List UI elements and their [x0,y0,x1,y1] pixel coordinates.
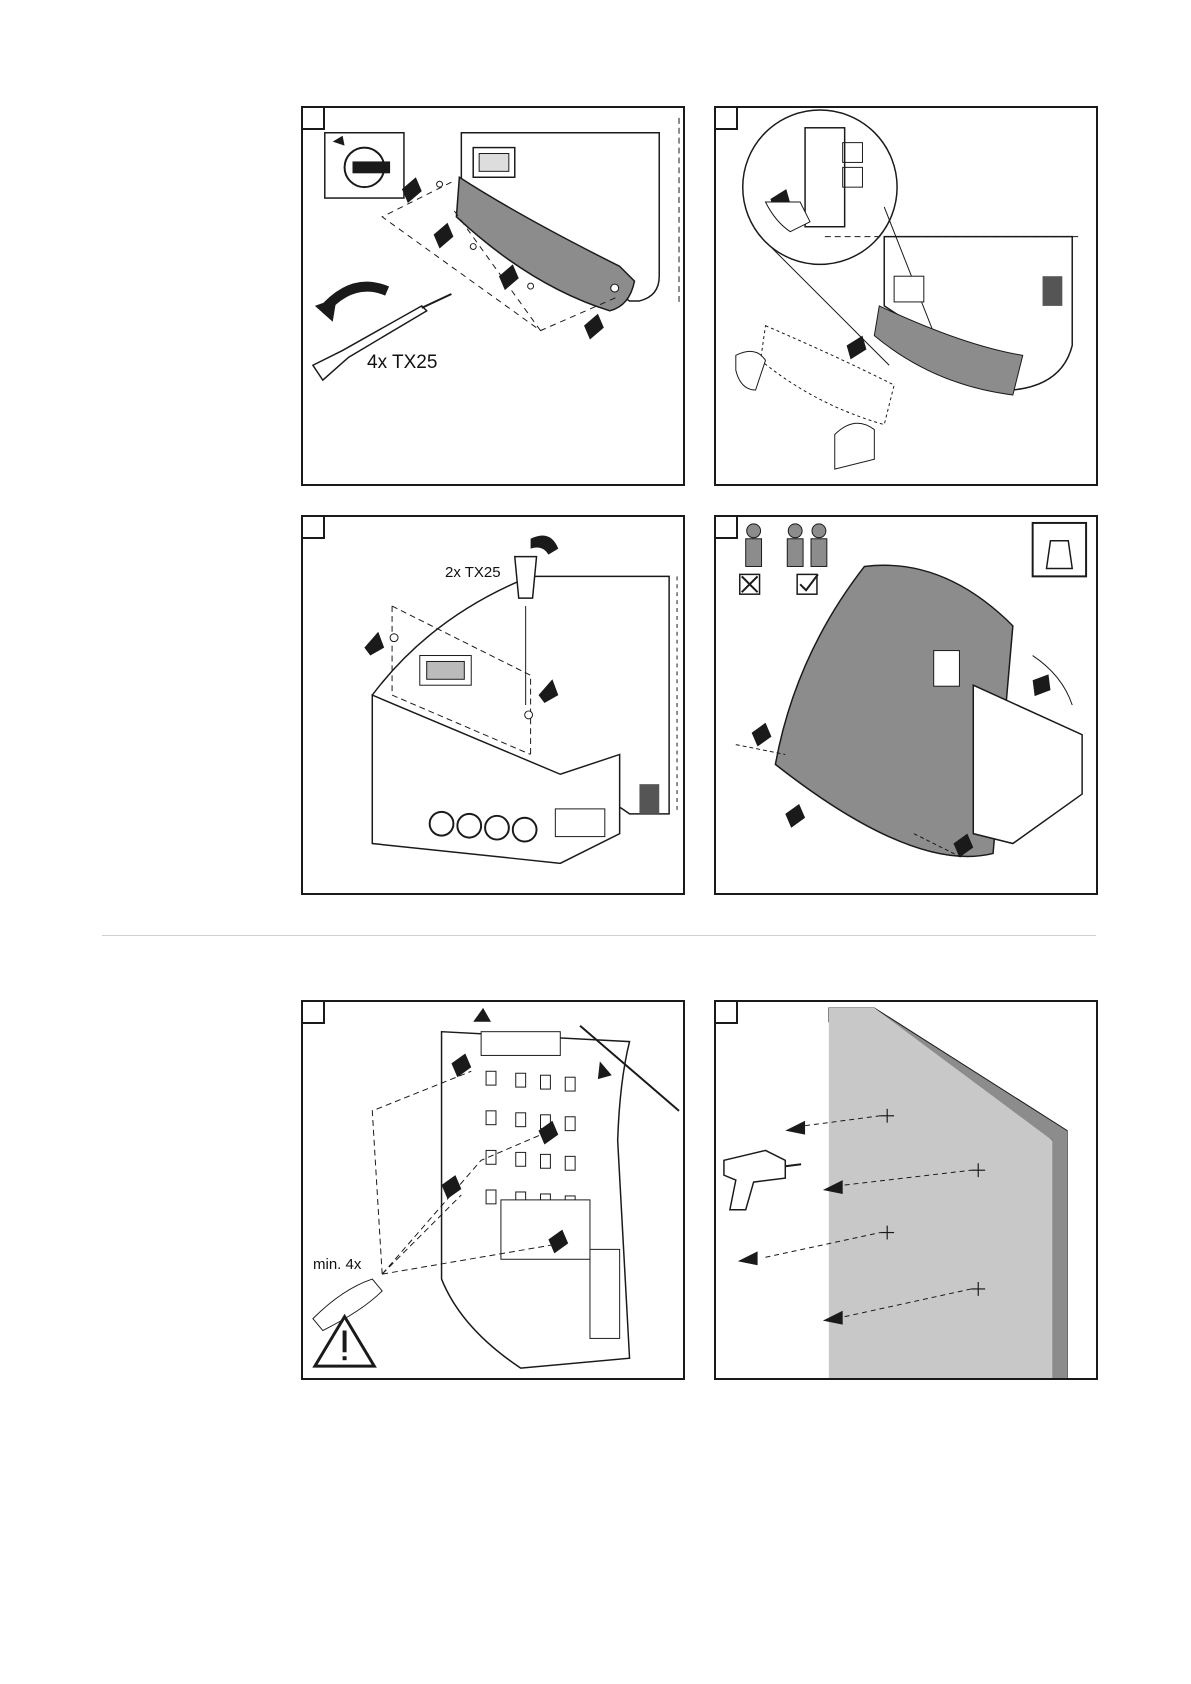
front-cover [456,177,634,311]
inverter-base [973,685,1082,843]
step-arrow-3-icon [434,223,454,249]
removed-cover-outline [761,326,895,425]
hand-icon [835,423,875,469]
illustration-panel-mark-holes: min. 4x [301,1000,685,1380]
rotate-arrow-icon [531,535,559,554]
detail-magnifier [743,110,897,264]
illustration-drill-holes [716,1002,1096,1378]
spirit-level [481,1032,560,1056]
two-persons-icon [787,524,827,567]
illustration-panel-unscrew-latch: 2x TX25 [301,515,685,895]
screwdriver-icon [515,557,537,599]
step-arrow-1-icon [473,1008,491,1022]
step-number-box [301,1000,325,1024]
screw-count-label: 2x TX25 [445,564,501,581]
step-number-box [714,1000,738,1024]
illustration-two-person-lift [716,517,1096,893]
step-arrow-2-icon [847,336,867,360]
screw-icon [611,284,619,292]
step-arrow-4-icon [499,264,519,290]
mark-count-label: min. 4x [313,1256,361,1273]
front-cover-mounted [874,306,1022,395]
screw-icon [437,181,443,187]
step-arrow-3-icon [738,1251,758,1265]
drill-icon [724,1150,785,1209]
illustration-lift-cover [716,108,1096,484]
step-number-box [301,515,325,539]
illustration-mark-holes [303,1002,683,1378]
inverter-display [934,651,960,687]
step-number-box [714,515,738,539]
bracket-base-block [501,1200,590,1259]
step-arrow-2-icon [752,723,772,747]
step-arrow-1-icon [785,1121,805,1135]
illustration-panel-lift-cover [714,106,1098,486]
section-divider [102,935,1096,936]
hand-icon [736,351,766,390]
step-arrow-2-icon [785,804,805,828]
step-arrow-2-icon [402,177,422,203]
screw-icon [525,711,533,719]
illustration-panel-drill-holes [714,1000,1098,1380]
step-number-box [714,106,738,130]
step-arrow-5-icon [584,314,604,340]
step-arrows [738,1121,843,1325]
screw-count-label: 4x TX25 [367,352,437,374]
step-arrow-1-icon [1033,674,1051,696]
illustration-panel-remove-cover-screws: 4x TX25 [301,106,685,486]
wall-surface [829,1008,1053,1378]
step-arrow-2-icon [364,632,384,656]
illustration-remove-cover-screws [303,108,683,484]
one-person-icon [746,524,762,567]
screw-icon [470,244,476,250]
screw-icon [528,283,534,289]
screw-icon [390,634,398,642]
illustration-panel-two-person-lift [714,515,1098,895]
step-number-box [301,106,325,130]
